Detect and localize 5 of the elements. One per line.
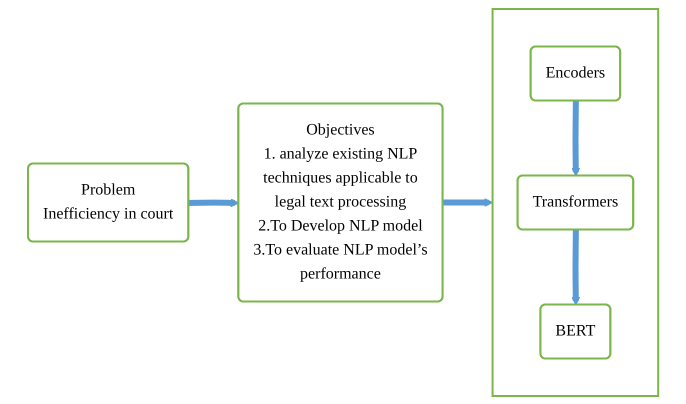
arrow xyxy=(442,198,493,206)
arrow xyxy=(571,100,580,176)
arrow xyxy=(571,229,580,305)
arrow xyxy=(188,198,240,207)
cluster xyxy=(491,8,660,396)
